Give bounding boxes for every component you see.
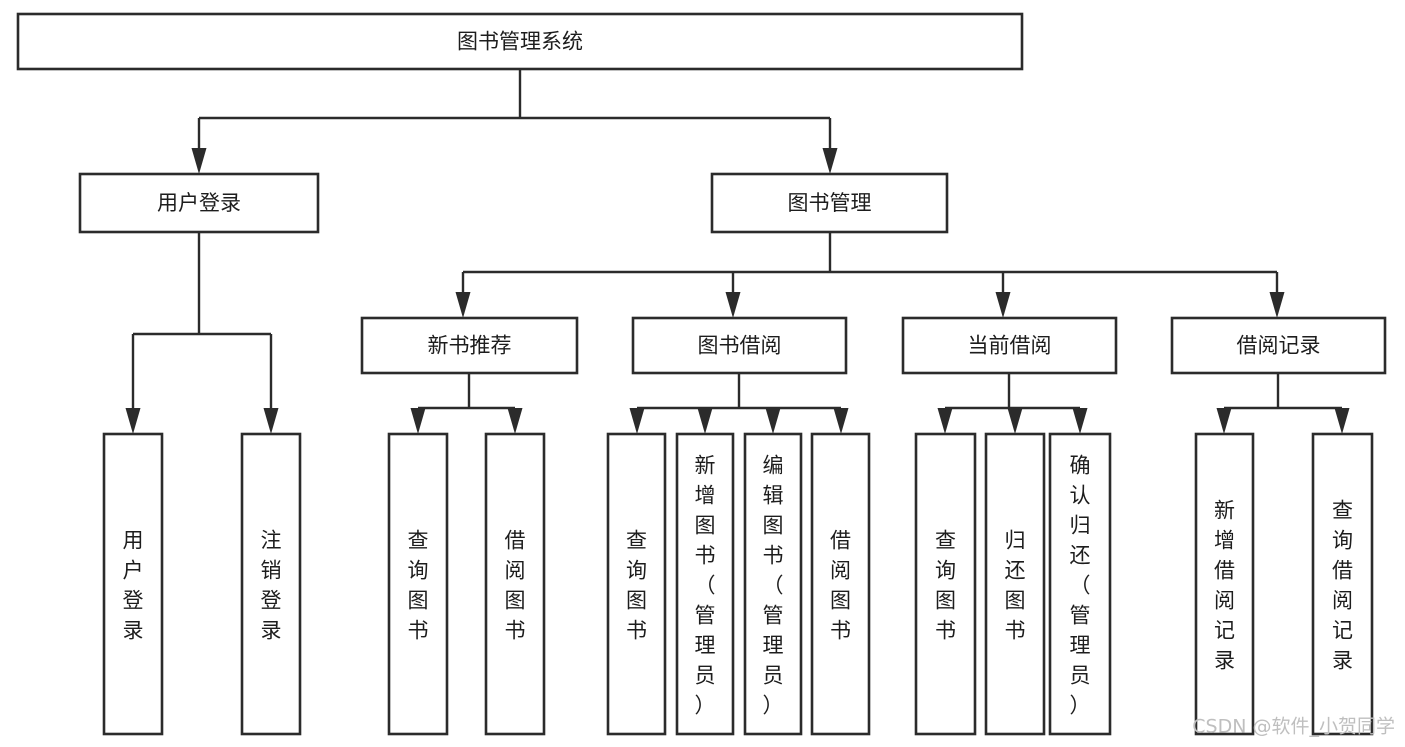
arrowhead-icon xyxy=(507,408,523,434)
node-leaf-borrow-book[interactable]: 借阅图书 xyxy=(810,432,871,736)
arrowhead-icon xyxy=(1007,408,1023,434)
node-leaf-add-borrow-record[interactable]: 新增借阅记录 xyxy=(1194,432,1255,736)
arrowhead-icon xyxy=(697,408,713,434)
node-label-new-book-recommend: 新书推荐 xyxy=(428,334,512,358)
node-new-book-recommend[interactable]: 新书推荐 xyxy=(360,316,579,375)
node-layer: 图书管理系统用户登录图书管理新书推荐图书借阅当前借阅借阅记录用户登录注销登录查询… xyxy=(16,12,1387,736)
node-label-leaf-logout: 注销登录 xyxy=(261,528,282,642)
arrowhead-icon xyxy=(125,408,141,434)
node-label-leaf-borrow-book-recommend: 借阅图书 xyxy=(505,528,526,642)
node-book-management[interactable]: 图书管理 xyxy=(710,172,949,234)
node-leaf-borrow-book-recommend[interactable]: 借阅图书 xyxy=(484,432,546,736)
arrowhead-icon xyxy=(725,292,741,318)
node-label-leaf-query-book-borrow: 查询图书 xyxy=(626,528,647,642)
arrowhead-icon xyxy=(1334,408,1350,434)
node-box-borrow-record[interactable] xyxy=(1170,316,1387,375)
arrowhead-icon xyxy=(1072,408,1088,434)
node-leaf-user-login[interactable]: 用户登录 xyxy=(102,432,164,736)
node-book-borrow[interactable]: 图书借阅 xyxy=(631,316,848,375)
watermark-label: CSDN @软件_小贺同学 xyxy=(1192,716,1395,738)
node-box-book-management[interactable] xyxy=(710,172,949,234)
node-box-leaf-return-book[interactable] xyxy=(984,432,1046,736)
node-label-root: 图书管理系统 xyxy=(457,30,583,54)
node-box-leaf-query-book-recommend[interactable] xyxy=(387,432,449,736)
node-label-current-borrow: 当前借阅 xyxy=(968,334,1052,358)
node-box-current-borrow[interactable] xyxy=(901,316,1118,375)
node-box-user-login[interactable] xyxy=(78,172,320,234)
node-leaf-logout[interactable]: 注销登录 xyxy=(240,432,302,736)
arrowhead-icon xyxy=(410,408,426,434)
node-label-leaf-add-book: 新增图书（管理员） xyxy=(695,453,716,717)
arrowhead-icon xyxy=(765,408,781,434)
node-leaf-query-book-current[interactable]: 查询图书 xyxy=(914,432,977,736)
arrowhead-icon xyxy=(263,408,279,434)
node-box-leaf-borrow-book-recommend[interactable] xyxy=(484,432,546,736)
node-box-leaf-add-book[interactable] xyxy=(675,432,735,736)
arrowhead-icon xyxy=(1216,408,1232,434)
node-box-leaf-logout[interactable] xyxy=(240,432,302,736)
arrowhead-icon xyxy=(833,408,849,434)
connector-layer xyxy=(125,69,1350,434)
node-label-book-management: 图书管理 xyxy=(788,191,872,215)
arrowhead-icon xyxy=(822,148,838,174)
arrowhead-icon xyxy=(995,292,1011,318)
node-label-leaf-add-borrow-record: 新增借阅记录 xyxy=(1214,498,1235,672)
node-leaf-return-book[interactable]: 归还图书 xyxy=(984,432,1046,736)
node-leaf-edit-book[interactable]: 编辑图书（管理员） xyxy=(743,432,803,736)
node-user-login[interactable]: 用户登录 xyxy=(78,172,320,234)
node-box-new-book-recommend[interactable] xyxy=(360,316,579,375)
connector-book-borrow xyxy=(629,373,849,434)
node-label-leaf-user-login: 用户登录 xyxy=(123,528,144,642)
arrowhead-icon xyxy=(191,148,207,174)
node-label-leaf-query-book-current: 查询图书 xyxy=(935,528,956,642)
node-label-leaf-query-book-recommend: 查询图书 xyxy=(408,528,429,642)
connector-new-book-recommend xyxy=(410,373,523,434)
node-leaf-add-book[interactable]: 新增图书（管理员） xyxy=(675,432,735,736)
node-leaf-query-book-recommend[interactable]: 查询图书 xyxy=(387,432,449,736)
node-box-leaf-query-book-current[interactable] xyxy=(914,432,977,736)
node-label-user-login: 用户登录 xyxy=(157,191,241,215)
connector-user-login xyxy=(125,232,279,434)
node-label-leaf-confirm-return: 确认归还（管理员） xyxy=(1070,453,1091,717)
node-box-leaf-confirm-return[interactable] xyxy=(1048,432,1112,736)
arrowhead-icon xyxy=(937,408,953,434)
node-box-leaf-edit-book[interactable] xyxy=(743,432,803,736)
node-leaf-confirm-return[interactable]: 确认归还（管理员） xyxy=(1048,432,1112,736)
node-label-leaf-return-book: 归还图书 xyxy=(1005,528,1026,642)
node-label-borrow-record: 借阅记录 xyxy=(1237,334,1321,358)
connector-book-management xyxy=(455,232,1285,318)
node-borrow-record[interactable]: 借阅记录 xyxy=(1170,316,1387,375)
node-root[interactable]: 图书管理系统 xyxy=(16,12,1024,71)
node-box-leaf-query-borrow-record[interactable] xyxy=(1311,432,1374,736)
arrowhead-icon xyxy=(455,292,471,318)
node-box-leaf-query-book-borrow[interactable] xyxy=(606,432,667,736)
node-box-book-borrow[interactable] xyxy=(631,316,848,375)
node-current-borrow[interactable]: 当前借阅 xyxy=(901,316,1118,375)
node-leaf-query-book-borrow[interactable]: 查询图书 xyxy=(606,432,667,736)
node-label-book-borrow: 图书借阅 xyxy=(698,334,782,358)
connector-current-borrow xyxy=(937,373,1088,434)
node-label-leaf-borrow-book: 借阅图书 xyxy=(830,528,851,642)
node-box-root[interactable] xyxy=(16,12,1024,71)
node-box-leaf-add-borrow-record[interactable] xyxy=(1194,432,1255,736)
connector-borrow-record xyxy=(1216,373,1350,434)
connector-root xyxy=(191,69,838,174)
node-box-leaf-user-login[interactable] xyxy=(102,432,164,736)
node-leaf-query-borrow-record[interactable]: 查询借阅记录 xyxy=(1311,432,1374,736)
node-box-leaf-borrow-book[interactable] xyxy=(810,432,871,736)
node-label-leaf-edit-book: 编辑图书（管理员） xyxy=(763,453,784,717)
arrowhead-icon xyxy=(629,408,645,434)
arrowhead-icon xyxy=(1269,292,1285,318)
node-label-leaf-query-borrow-record: 查询借阅记录 xyxy=(1332,498,1353,672)
